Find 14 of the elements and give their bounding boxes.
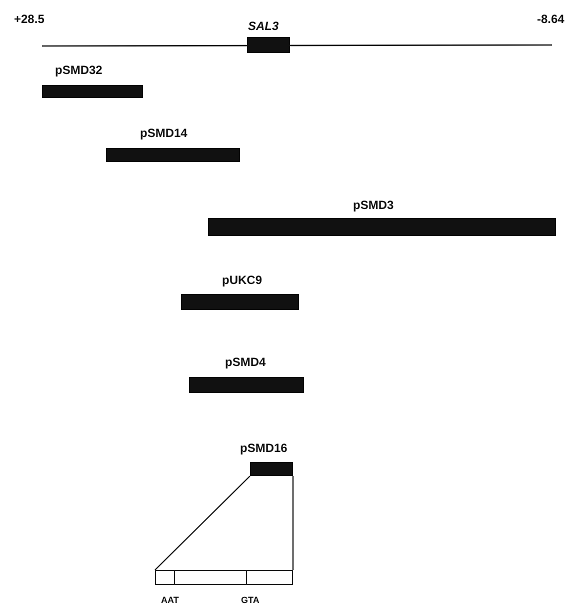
clone-label: pSMD16: [240, 440, 288, 456]
codon-label: AAT: [161, 595, 179, 605]
gene-label: SAL3: [248, 18, 279, 34]
coordinate-label: -8.64: [537, 12, 564, 26]
connector-line: [154, 476, 250, 570]
clone-label: pSMD32: [55, 62, 102, 78]
expanded-region-box: [155, 570, 293, 585]
clone-label: pSMD4: [225, 354, 266, 370]
clone-label: pUKC9: [222, 272, 262, 288]
coordinate-label: +28.5: [14, 12, 44, 26]
codon-label: GTA: [241, 595, 260, 605]
clone-label: pSMD14: [140, 125, 188, 141]
clone-label: pSMD3: [353, 197, 394, 213]
connector-line: [292, 476, 294, 570]
